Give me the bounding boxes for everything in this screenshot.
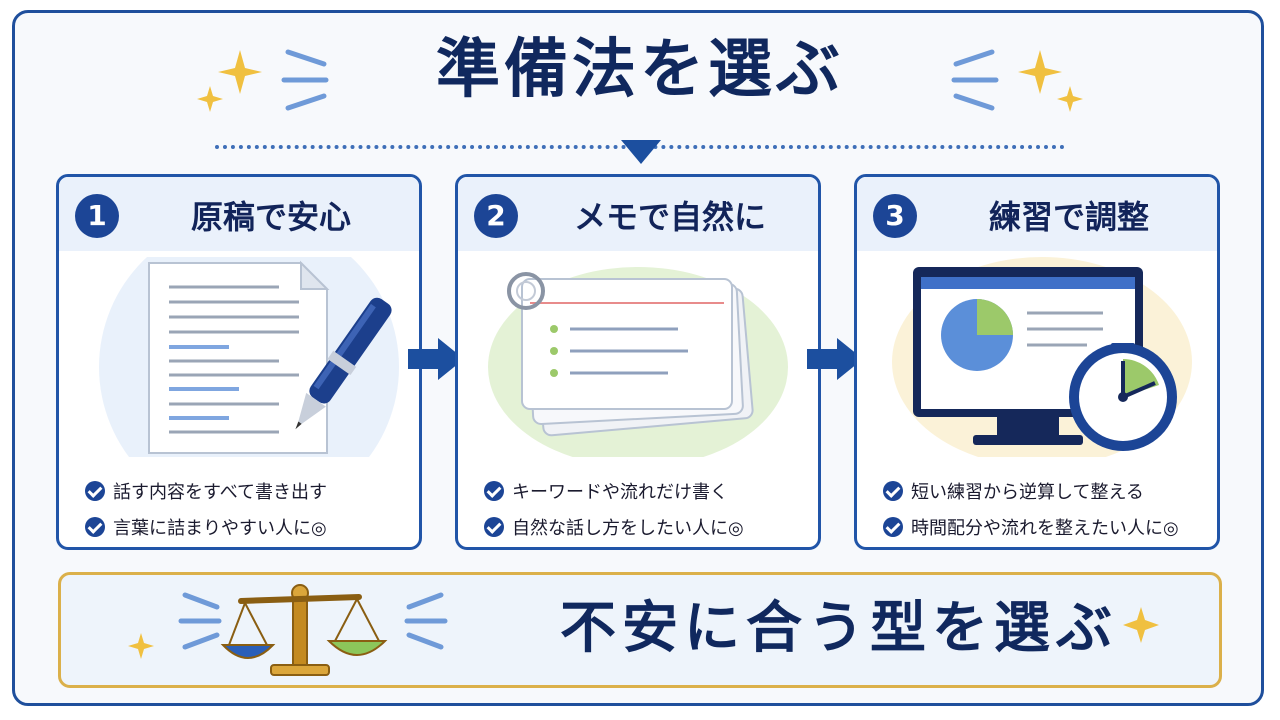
document-pen-illustration <box>99 257 399 457</box>
bullet-item: 話す内容をすべて書き出す <box>85 473 415 509</box>
monitor-stopwatch-illustration <box>892 257 1192 457</box>
note-cards-illustration <box>488 267 788 457</box>
step-title: 練習で調整 <box>988 198 1149 236</box>
bullet-item: 時間配分や流れを整えたい人に◎ <box>883 509 1213 545</box>
step-bullet-list: キーワードや流れだけ書く 自然な話し方をしたい人に◎ <box>484 473 814 545</box>
bullet-item: 自然な話し方をしたい人に◎ <box>484 509 814 545</box>
step-card-header <box>59 177 419 251</box>
balance-scale-icon <box>220 584 388 676</box>
document-icon <box>148 260 330 454</box>
conclusion-box: 不安に合う型を選ぶ <box>58 572 1222 688</box>
title-left-decoration <box>197 49 329 112</box>
right-arrow-icon <box>408 338 464 380</box>
step-number-badge: 2 <box>474 194 518 238</box>
check-icon <box>484 481 504 501</box>
step-title: 原稿で安心 <box>190 198 351 236</box>
step-title: メモで自然に <box>573 198 766 236</box>
right-arrow-icon <box>807 338 863 380</box>
balance-scale-decoration <box>128 584 448 676</box>
note-cards-icon <box>507 272 754 437</box>
stopwatch-icon <box>1069 343 1177 451</box>
check-icon <box>85 481 105 501</box>
step-card-3: 3 練習で調整 短い練習から逆算して整える <box>854 174 1220 550</box>
sparkle-icon <box>218 50 262 94</box>
step-bullet-list: 短い練習から逆算して整える 時間配分や流れを整えたい人に◎ <box>883 473 1213 545</box>
sparkle-icon <box>1018 50 1062 94</box>
speed-lines-icon <box>951 49 999 111</box>
sparkle-icon <box>197 86 223 112</box>
step-card-header <box>857 177 1217 251</box>
speed-lines-icon <box>281 49 329 111</box>
title-right-decoration <box>951 49 1083 112</box>
check-icon <box>883 481 903 501</box>
bullet-item: 短い練習から逆算して整える <box>883 473 1213 509</box>
conclusion-text: 不安に合う型を選ぶ <box>560 596 1118 661</box>
down-arrow-icon <box>621 140 661 164</box>
step-number-badge: 3 <box>873 194 917 238</box>
step-card-1: 1 原稿で安心 <box>56 174 422 550</box>
check-icon <box>883 517 903 537</box>
step-number-badge: 1 <box>75 194 119 238</box>
step-card-2: 2 メモで自然に キーワードや流れだけ書く 自然な話し方をしたい人に◎ <box>455 174 821 550</box>
pen-icon <box>295 297 392 430</box>
speed-lines-icon <box>178 592 448 650</box>
bullet-item: 言葉に詰まりやすい人に◎ <box>85 509 415 545</box>
check-icon <box>85 517 105 537</box>
page-title: 準備法を選ぶ <box>436 33 844 107</box>
bullet-item: キーワードや流れだけ書く <box>484 473 814 509</box>
sparkle-icon <box>1057 86 1083 112</box>
sparkle-icon <box>1123 607 1159 643</box>
step-bullet-list: 話す内容をすべて書き出す 言葉に詰まりやすい人に◎ <box>85 473 415 545</box>
check-icon <box>484 517 504 537</box>
step-card-header <box>458 177 818 251</box>
sparkle-icon <box>128 633 154 659</box>
